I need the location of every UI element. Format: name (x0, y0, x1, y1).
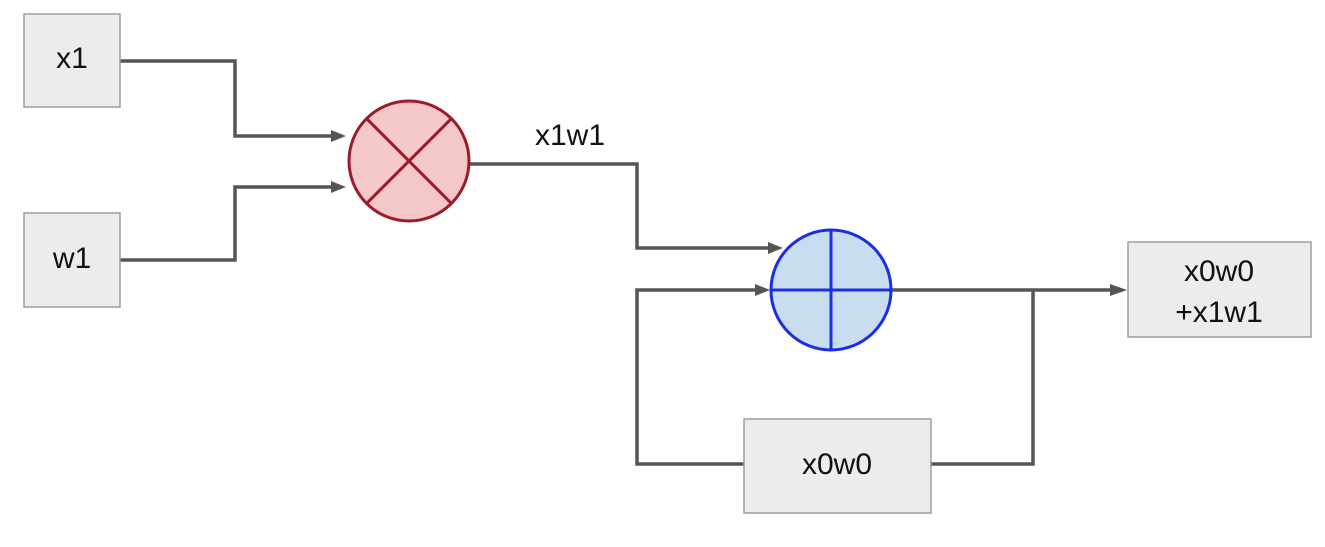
node-x0w0-label: x0w0 (802, 448, 872, 481)
wires (120, 59, 1127, 466)
edge-label-product: x1w1 (535, 119, 605, 152)
arrowhead-feedback (755, 284, 770, 296)
arrowhead-product (768, 242, 783, 254)
arrowhead-output (1110, 284, 1127, 296)
node-x1-label: x1 (56, 42, 88, 75)
node-x0w0-box (743, 418, 932, 514)
add-operator (769, 228, 893, 352)
arrowhead-w1 (331, 181, 346, 193)
node-w1: w1 (23, 212, 121, 308)
wire-w1-to-multiply (120, 185, 334, 262)
node-x0w0: x0w0 (743, 418, 932, 514)
node-output-line1: x0w0 (1184, 255, 1254, 288)
wire-x1-to-multiply (120, 59, 334, 138)
node-x1: x1 (23, 13, 121, 108)
node-output: x0w0 +x1w1 (1127, 241, 1312, 338)
multiply-operator (347, 99, 471, 223)
node-x1-box (23, 13, 121, 108)
wire-product-to-add (470, 162, 771, 250)
node-output-box (1127, 241, 1312, 338)
node-w1-label: w1 (52, 242, 91, 275)
node-output-line2: +x1w1 (1175, 296, 1263, 329)
arrowhead-x1 (331, 130, 346, 142)
node-w1-box (23, 212, 121, 308)
multiply-cross-line-2 (365, 117, 453, 205)
wire-feedback-left (635, 288, 757, 466)
wire-feedback-right (931, 290, 1035, 466)
